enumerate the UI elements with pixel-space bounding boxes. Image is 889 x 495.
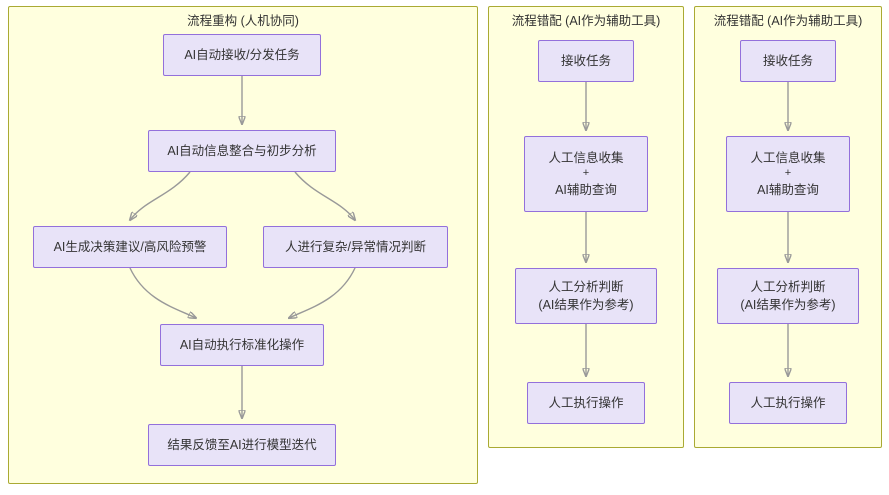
subgraph-title-mismatch-b: 流程错配 (AI作为辅助工具) [713, 14, 863, 28]
node-label: AI自动执行标准化操作 [179, 337, 305, 352]
node-label: AI生成决策建议/高风险预警 [53, 239, 207, 254]
node-manual-analysis-b[interactable]: 人工分析判断 (AI结果作为参考) [717, 268, 859, 324]
node-label: 结果反馈至AI进行模型迭代 [167, 437, 317, 452]
node-label: 人工信息收集 [750, 151, 826, 166]
node-label: + [582, 167, 590, 180]
node-manual-execute-b[interactable]: 人工执行操作 [729, 382, 847, 424]
node-label: 人工分析判断 [750, 279, 826, 294]
node-ai-receive-dispatch[interactable]: AI自动接收/分发任务 [163, 34, 321, 76]
node-receive-task-b[interactable]: 接收任务 [740, 40, 836, 82]
node-label: 人工执行操作 [548, 395, 624, 410]
node-label: AI自动信息整合与初步分析 [167, 143, 317, 158]
node-label: AI辅助查询 [555, 182, 617, 197]
node-label: 接收任务 [762, 53, 813, 68]
node-ai-decision-advice[interactable]: AI生成决策建议/高风险预警 [33, 226, 227, 268]
node-manual-collect-ai-query-a[interactable]: 人工信息收集 + AI辅助查询 [524, 136, 648, 212]
node-label: 人工执行操作 [750, 395, 826, 410]
node-feedback-model-iteration[interactable]: 结果反馈至AI进行模型迭代 [148, 424, 336, 466]
node-manual-execute-a[interactable]: 人工执行操作 [527, 382, 645, 424]
node-label: + [784, 167, 792, 180]
node-label: 人进行复杂/异常情况判断 [285, 239, 426, 254]
subgraph-title-mismatch-a: 流程错配 (AI作为辅助工具) [511, 14, 661, 28]
node-label: AI自动接收/分发任务 [184, 47, 300, 62]
node-receive-task-a[interactable]: 接收任务 [538, 40, 634, 82]
node-manual-collect-ai-query-b[interactable]: 人工信息收集 + AI辅助查询 [726, 136, 850, 212]
node-label: (AI结果作为参考) [538, 298, 634, 312]
node-label: 人工分析判断 [548, 279, 624, 294]
node-ai-integrate-analyze[interactable]: AI自动信息整合与初步分析 [148, 130, 336, 172]
node-label: 接收任务 [560, 53, 611, 68]
node-label: AI辅助查询 [757, 182, 819, 197]
node-manual-analysis-a[interactable]: 人工分析判断 (AI结果作为参考) [515, 268, 657, 324]
node-label: (AI结果作为参考) [740, 298, 836, 312]
node-ai-execute-standard-ops[interactable]: AI自动执行标准化操作 [160, 324, 324, 366]
node-label: 人工信息收集 [548, 151, 624, 166]
subgraph-title-reconstruction: 流程重构 (人机协同) [187, 14, 299, 28]
node-human-complex-judgement[interactable]: 人进行复杂/异常情况判断 [263, 226, 448, 268]
